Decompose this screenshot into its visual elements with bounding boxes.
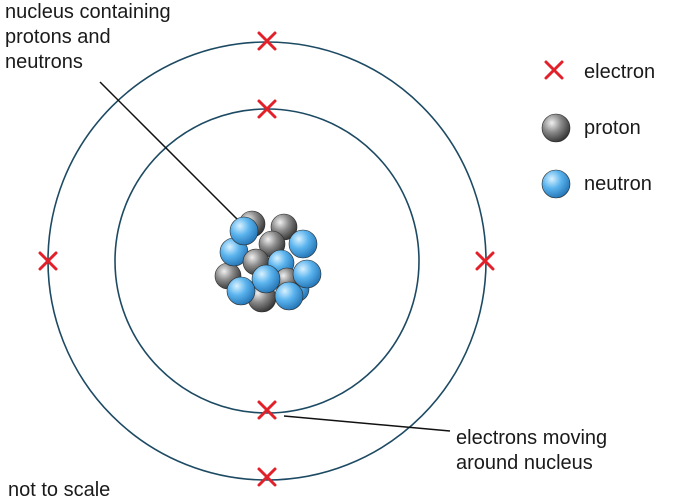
legend-neutron-label: neutron: [584, 173, 652, 195]
electron-cross-icon: [38, 251, 58, 271]
electron-cross-icon: [257, 99, 277, 119]
electrons-label-line: electrons moving: [456, 427, 608, 449]
neutron: [292, 259, 322, 289]
neutron: [274, 281, 304, 311]
neutron: [226, 276, 256, 306]
legend-neutron-icon: [541, 169, 571, 199]
nucleus: [214, 210, 322, 313]
legend-electron-label: electron: [584, 61, 656, 83]
electron-cross-icon: [257, 400, 277, 420]
nucleus-label: nucleus containing protons and neutrons: [5, 0, 171, 75]
legend-proton-label: proton: [584, 117, 641, 139]
electron-cross-icon: [257, 467, 277, 487]
electrons-label: electrons moving around nucleus: [456, 426, 607, 476]
neutron: [288, 229, 318, 259]
nucleus-label-line: protons and: [5, 26, 111, 48]
electrons-leader-line: [283, 415, 451, 432]
electrons-label-line: around nucleus: [456, 452, 593, 474]
nucleus-label-line: neutrons: [5, 51, 83, 73]
neutron: [251, 264, 281, 294]
nucleus-leader-line: [99, 81, 239, 221]
legend-electron-icon: [544, 60, 564, 80]
nucleus-label-line: nucleus containing: [5, 1, 171, 23]
neutron: [229, 216, 259, 246]
legend-proton-icon: [541, 113, 571, 143]
scale-note: not to scale: [8, 479, 111, 501]
electron-cross-icon: [257, 31, 277, 51]
electron-cross-icon: [475, 251, 495, 271]
